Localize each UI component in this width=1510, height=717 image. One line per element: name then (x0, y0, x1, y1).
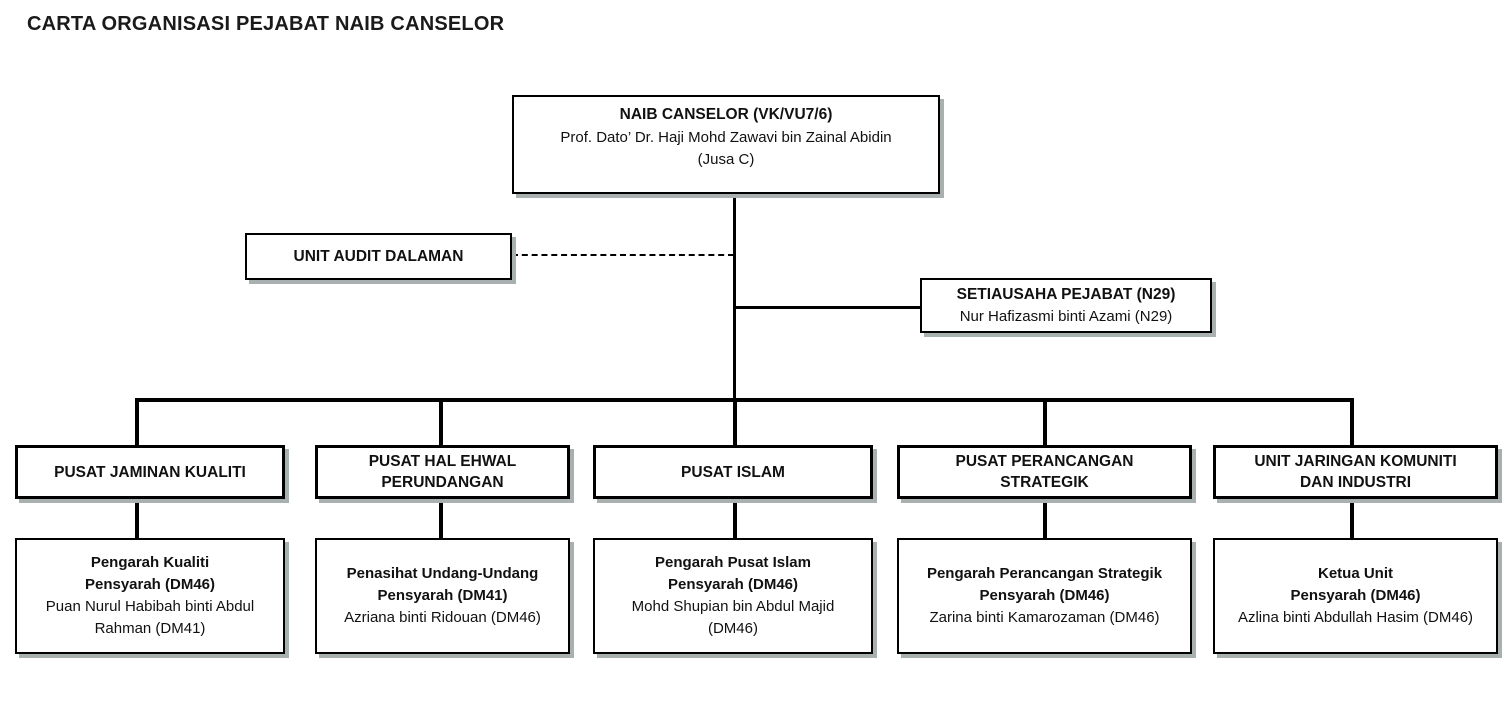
head-grade-label: Pensyarah (DM41) (377, 587, 508, 604)
head-role-label: Penasihat Undang-Undang (346, 565, 539, 582)
root-person-name: Prof. Dato’ Dr. Haji Mohd Zawavi bin Zai… (560, 128, 892, 146)
page-title: CARTA ORGANISASI PEJABAT NAIB CANSELOR (27, 13, 505, 35)
head-person-name: Azlina binti Abdullah Hasim (DM46) (1237, 609, 1474, 626)
dept-unit-label: PUSAT JAMINAN KUALITI (54, 463, 246, 481)
dept-unit-label: UNIT JARINGAN KOMUNITI DAN INDUSTRI (1254, 453, 1457, 491)
secretary-post-label: SETIAUSAHA PEJABAT (N29) (956, 285, 1176, 303)
node-head-pengarah-kualiti: Pengarah Kualiti Pensyarah (DM46) Puan N… (15, 538, 285, 654)
connector-audit-dashed (512, 254, 734, 256)
head-role-label: Pengarah Kualiti (90, 554, 210, 571)
connector-dept-person-4 (1043, 498, 1047, 539)
node-dept-pusat-hal-ehwal-perundangan: PUSAT HAL EHWAL PERUNDANGAN (315, 445, 570, 499)
node-dept-pusat-islam: PUSAT ISLAM (593, 445, 873, 499)
head-role-label: Pengarah Perancangan Strategik (926, 565, 1163, 582)
head-grade-label: Pensyarah (DM46) (667, 576, 799, 593)
dept-unit-label: PUSAT HAL EHWAL PERUNDANGAN (368, 453, 517, 491)
node-dept-pusat-jaminan-kualiti: PUSAT JAMINAN KUALITI (15, 445, 285, 499)
head-person-name: Azriana binti Ridouan (DM46) (344, 609, 541, 626)
connector-dept-person-1 (135, 498, 139, 539)
head-role-label: Pengarah Pusat Islam (655, 554, 811, 571)
node-dept-pusat-perancangan-strategik: PUSAT PERANCANGAN STRATEGIK (897, 445, 1192, 499)
connector-drop-2 (439, 398, 443, 446)
head-grade-label: Pensyarah (DM46) (1290, 587, 1421, 604)
node-head-ketua-unit: Ketua Unit Pensyarah (DM46) Azlina binti… (1213, 538, 1498, 654)
node-head-pengarah-pusat-islam: Pengarah Pusat Islam Pensyarah (DM46) Mo… (593, 538, 873, 654)
root-post-label: NAIB CANSELOR (VK/VU7/6) (619, 106, 833, 123)
head-person-name: Mohd Shupian bin Abdul Majid (DM46) (631, 598, 835, 637)
connector-secretary (734, 306, 920, 309)
head-person-name: Puan Nurul Habibah binti Abdul Rahman (D… (45, 598, 255, 637)
connector-drop-4 (1043, 398, 1047, 446)
connector-root-vertical (733, 193, 736, 446)
connector-drop-1 (135, 398, 139, 446)
head-grade-label: Pensyarah (DM46) (84, 576, 216, 593)
connector-dept-person-3 (733, 498, 737, 539)
node-naib-canselor: NAIB CANSELOR (VK/VU7/6) Prof. Dato’ Dr.… (512, 95, 940, 194)
secretary-person-name: Nur Hafizasmi binti Azami (N29) (959, 307, 1173, 325)
node-setiausaha-pejabat: SETIAUSAHA PEJABAT (N29) Nur Hafizasmi b… (920, 278, 1212, 333)
head-role-label: Ketua Unit (1318, 565, 1393, 582)
head-grade-label: Pensyarah (DM46) (979, 587, 1110, 604)
connector-drop-3 (733, 398, 737, 446)
node-head-penasihat-undang-undang: Penasihat Undang-Undang Pensyarah (DM41)… (315, 538, 570, 654)
dept-unit-label: PUSAT PERANCANGAN STRATEGIK (955, 453, 1134, 491)
root-grade-label: (Jusa C) (697, 151, 755, 168)
connector-rake-horizontal (135, 398, 1354, 402)
connector-dept-person-2 (439, 498, 443, 539)
dept-unit-label: PUSAT ISLAM (681, 463, 785, 481)
node-head-pengarah-perancangan-strategik: Pengarah Perancangan Strategik Pensyarah… (897, 538, 1192, 654)
connector-dept-person-5 (1350, 498, 1354, 539)
head-person-name: Zarina binti Kamarozaman (DM46) (929, 609, 1160, 626)
audit-unit-label: UNIT AUDIT DALAMAN (293, 247, 464, 265)
node-dept-unit-jaringan-komuniti-dan-industri: UNIT JARINGAN KOMUNITI DAN INDUSTRI (1213, 445, 1498, 499)
node-unit-audit-dalaman: UNIT AUDIT DALAMAN (245, 233, 512, 280)
connector-drop-5 (1350, 398, 1354, 446)
